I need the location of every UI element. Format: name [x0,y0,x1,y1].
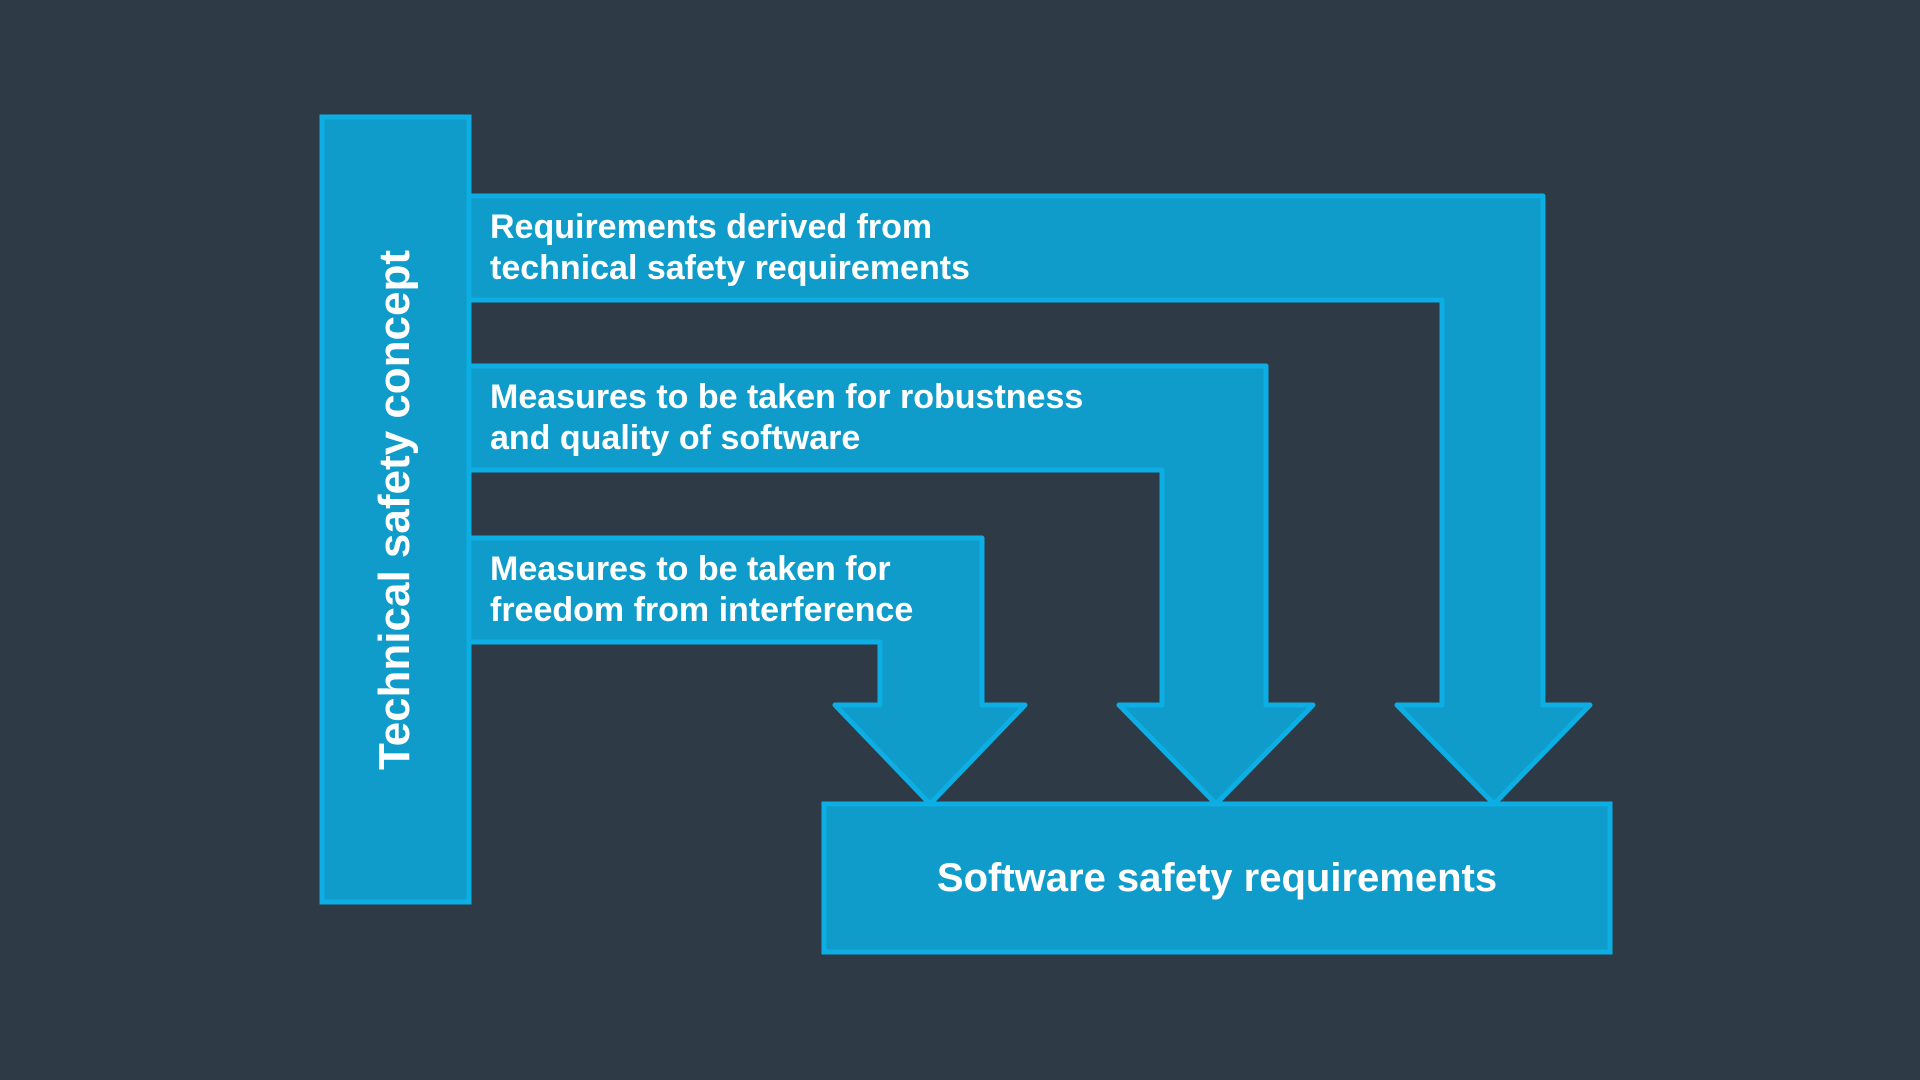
arrow-shape-interference [466,535,1028,807]
software-safety-requirements-label: Software safety requirements [824,804,1610,952]
technical-safety-concept-label: Technical safety concept [322,117,469,902]
arrow-label-requirements-line1: Requirements derived from [490,208,933,246]
software-safety-requirements-box [821,801,1613,955]
arrow-label-requirements: Requirements derived from technical safe… [490,196,970,300]
arrow-shape-robustness [466,363,1316,807]
arrow-label-robustness-line1: Measures to be taken for robustness [490,378,1084,416]
arrow-shape-requirements [466,193,1593,807]
arrow-label-interference-line2: freedom from interference [490,591,914,629]
technical-safety-concept-bar [319,114,472,905]
arrow-label-requirements-line2: technical safety requirements [490,249,970,287]
software-safety-requirements-label-text: Software safety requirements [936,855,1498,900]
arrow-label-interference: Measures to be taken for freedom from in… [490,538,913,642]
arrow-label-robustness: Measures to be taken for robustness and … [490,366,1083,470]
technical-safety-concept-label-text: Technical safety concept [370,249,420,770]
arrow-label-robustness-line2: and quality of software [490,419,861,457]
arrow-label-interference-line1: Measures to be taken for [490,550,891,588]
